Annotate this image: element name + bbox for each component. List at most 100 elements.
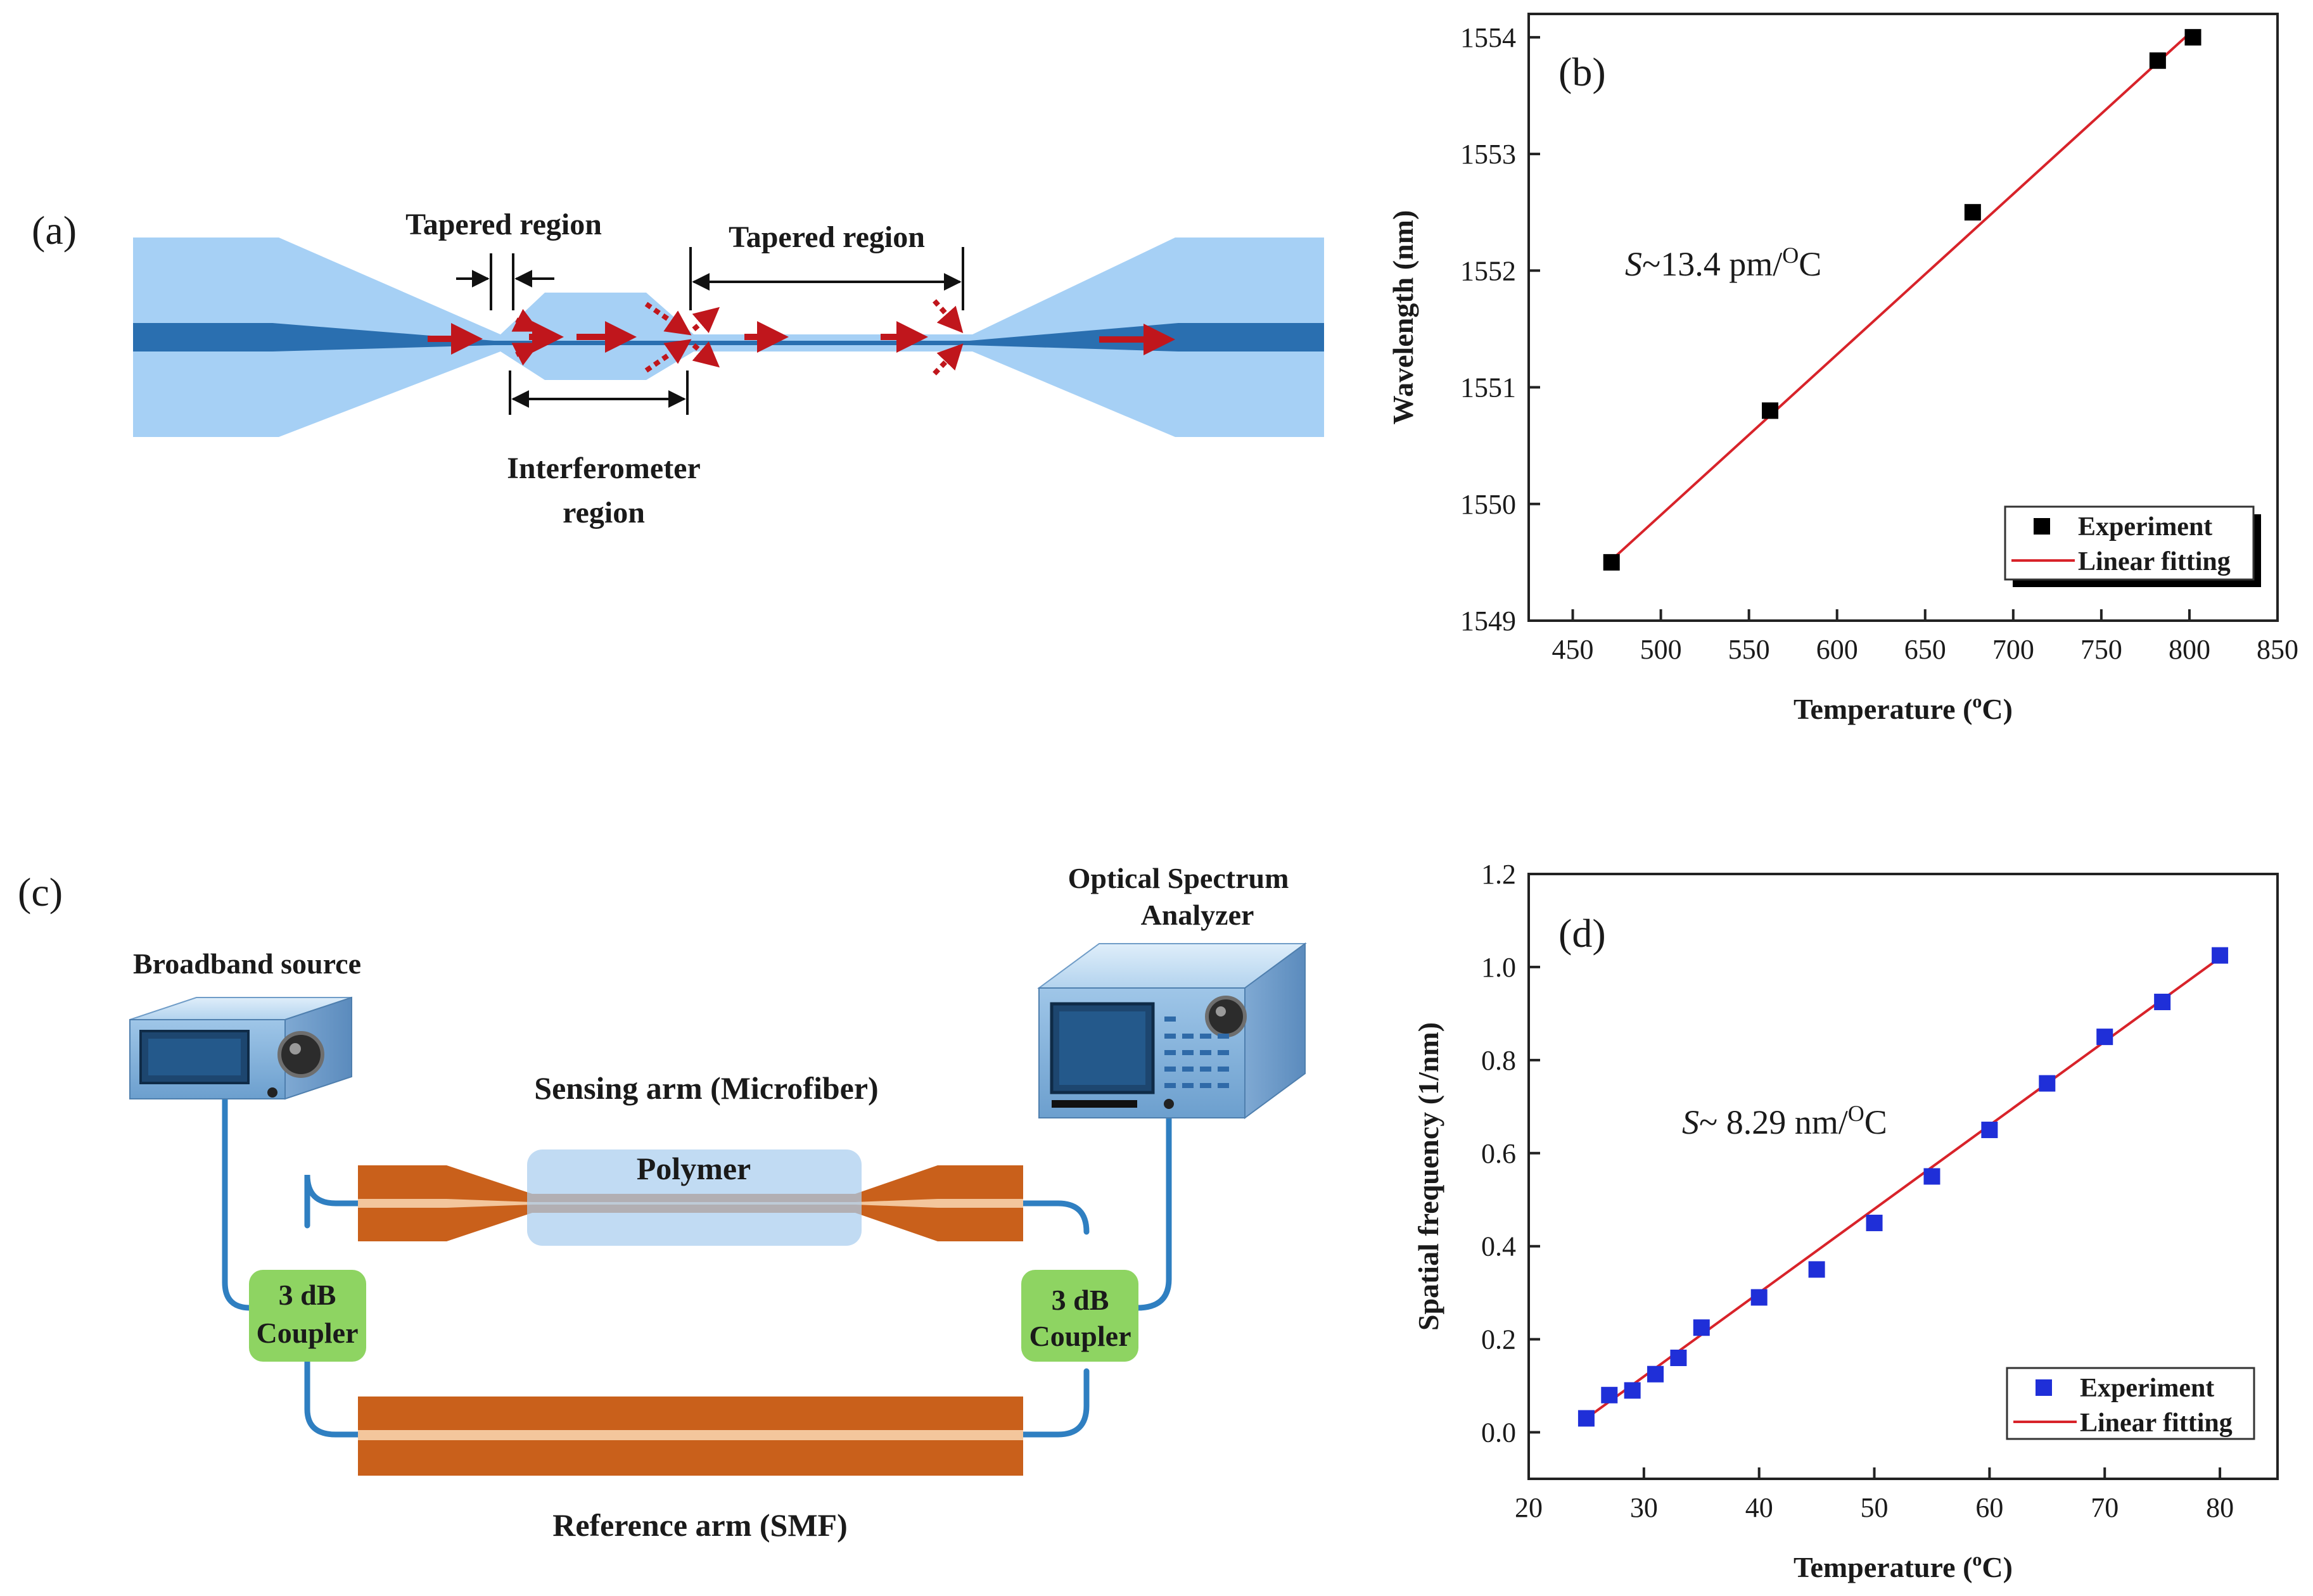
- fiber-cables: [222, 1096, 1172, 1438]
- interferometer-label-line1: Interferometer: [507, 452, 701, 485]
- x-axis-title-superscript: o: [1972, 1549, 1982, 1570]
- osa-label-line2: Analyzer: [1141, 899, 1254, 931]
- y-tick-label: 1554: [1460, 22, 1516, 53]
- y-tick-label: 1.2: [1481, 859, 1516, 890]
- data-point: [1603, 554, 1620, 571]
- data-point: [2039, 1075, 2056, 1092]
- tapered-region-left-label: Tapered region: [405, 208, 602, 241]
- panel-c-diagram: (c) Polymer Sensing arm (Microfiber) Ref…: [18, 862, 1308, 1543]
- x-tick-label: 700: [1992, 634, 2034, 665]
- y-tick-label: 0.0: [1481, 1417, 1516, 1448]
- data-point: [2154, 994, 2171, 1011]
- annotation-superscript: O: [1782, 243, 1799, 268]
- port-icon: [267, 1087, 277, 1098]
- x-tick-label: 30: [1630, 1492, 1658, 1523]
- x-axis-title-text: Temperature (: [1794, 693, 1972, 725]
- data-point: [1866, 1214, 1883, 1231]
- coupler-left: 3 dB Coupler: [249, 1270, 366, 1362]
- keypad-icon: [1164, 1016, 1229, 1088]
- x-axis-title-text: Temperature (: [1794, 1551, 1972, 1583]
- sensing-arm-label: Sensing arm (Microfiber): [534, 1070, 878, 1106]
- knob-icon: [1205, 996, 1247, 1037]
- data-point: [1964, 204, 1981, 221]
- x-tick-label: 550: [1728, 634, 1770, 665]
- x-tick-label: 60: [1975, 1492, 2003, 1523]
- panel-label: (b): [1558, 49, 1606, 94]
- broadband-source-device: [129, 996, 352, 1100]
- x-tick-label: 800: [2169, 634, 2210, 665]
- legend-label-fit: Linear fitting: [2078, 547, 2231, 576]
- polymer-label: Polymer: [637, 1151, 751, 1186]
- panel-a-diagram: (a): [32, 208, 1324, 529]
- osa-label-line1: Optical Spectrum: [1068, 862, 1289, 894]
- data-point: [1601, 1386, 1618, 1403]
- legend-label-fit: Linear fitting: [2080, 1409, 2233, 1438]
- coupler-left-line2: Coupler: [257, 1317, 359, 1349]
- reference-fiber: [358, 1396, 1023, 1476]
- fiber-core: [133, 323, 1324, 352]
- y-tick-label: 1550: [1460, 489, 1516, 520]
- x-tick-label: 650: [1904, 634, 1946, 665]
- x-tick-label: 750: [2080, 634, 2122, 665]
- fit-line: [1610, 29, 2194, 561]
- x-tick-label: 20: [1515, 1492, 1543, 1523]
- light-arrows: [428, 321, 1175, 355]
- sensitivity-annotation: S~ 8.29 nm/OC: [1682, 1101, 1887, 1141]
- legend-marker-experiment: [2036, 1379, 2052, 1396]
- x-axis-title-end: C): [1982, 693, 2013, 725]
- panel-c-label: (c): [18, 870, 63, 915]
- data-point: [1624, 1382, 1641, 1399]
- panel-a-label: (a): [32, 208, 77, 253]
- knob-icon: [277, 1031, 324, 1078]
- data-point: [1923, 1168, 1940, 1185]
- interferometer-label-line2: region: [563, 496, 645, 529]
- x-tick-label: 70: [2091, 1492, 2119, 1523]
- y-tick-label: 0.6: [1481, 1138, 1516, 1169]
- annotation-symbol: S: [1682, 1103, 1699, 1141]
- annotation-value: ~ 8.29 nm/: [1699, 1103, 1848, 1141]
- legend-label-experiment: Experiment: [2080, 1374, 2214, 1403]
- legend-label-experiment: Experiment: [2078, 512, 2212, 542]
- x-tick-label: 850: [2257, 634, 2298, 665]
- data-point: [1981, 1122, 1998, 1139]
- polymer-box: [527, 1150, 862, 1246]
- coupler-right-line1: 3 dB: [1052, 1284, 1109, 1316]
- coupler-left-line1: 3 dB: [279, 1279, 336, 1311]
- x-tick-label: 50: [1861, 1492, 1889, 1523]
- x-axis-title-end: C): [1982, 1551, 2013, 1583]
- plot-frame: [1527, 873, 2279, 1480]
- fiber-cladding: [133, 238, 1324, 437]
- y-tick-label: 1552: [1460, 255, 1516, 286]
- annotation-unit: C: [1799, 245, 1821, 283]
- dimension-lines: [456, 247, 964, 415]
- osa-device: [1036, 942, 1308, 1119]
- panel-label: (d): [1558, 911, 1606, 956]
- y-tick-label: 1551: [1460, 372, 1516, 403]
- data-point: [1750, 1289, 1768, 1306]
- y-tick-label: 0.8: [1481, 1045, 1516, 1076]
- y-tick-label: 1.0: [1481, 952, 1516, 983]
- coupler-right-line2: Coupler: [1029, 1320, 1131, 1352]
- tapered-region-right-label: Tapered region: [729, 220, 925, 254]
- y-tick-label: 0.2: [1481, 1324, 1516, 1355]
- plot-frame: [1527, 13, 2279, 622]
- data-point: [1670, 1350, 1687, 1366]
- legend-marker-experiment: [2034, 518, 2050, 535]
- broadband-source-label: Broadband source: [133, 947, 361, 980]
- data-point: [2149, 52, 2166, 69]
- annotation-superscript: O: [1848, 1101, 1864, 1126]
- x-tick-label: 40: [1745, 1492, 1773, 1523]
- y-tick-label: 0.4: [1481, 1231, 1516, 1262]
- port-icon: [1164, 1099, 1174, 1109]
- y-tick-label: 1549: [1460, 605, 1516, 636]
- scatter-arrows: [511, 299, 964, 376]
- data-point: [1577, 1410, 1595, 1427]
- y-axis-title: Spatial frequency (1/nm): [1412, 1022, 1444, 1331]
- data-point: [2212, 947, 2229, 964]
- annotation-symbol: S: [1625, 245, 1642, 283]
- data-point: [1808, 1261, 1825, 1278]
- reference-arm-label: Reference arm (SMF): [552, 1507, 848, 1543]
- coupler-right: 3 dB Coupler: [1021, 1270, 1138, 1362]
